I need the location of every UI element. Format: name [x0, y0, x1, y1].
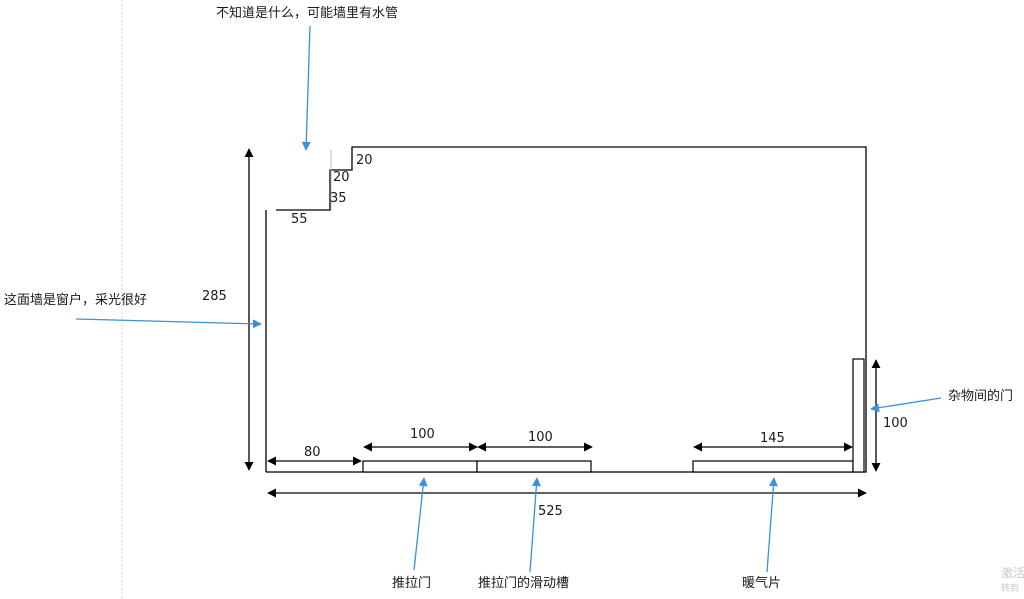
dim-label-100-a: 100: [410, 427, 435, 442]
sliding-door-note-text: 推拉门: [392, 576, 431, 591]
fixtures: [362, 358, 865, 473]
slide-track-note-arrow: [529, 477, 541, 573]
dim-label-80: 80: [304, 445, 321, 460]
dimension-arrows: [244, 148, 881, 498]
dim-label-525: 525: [538, 504, 563, 519]
dim-label-step-top: 20: [356, 153, 373, 168]
window-wall-note-text: 这面墙是窗户，采光很好: [4, 292, 147, 308]
dim-label-285: 285: [202, 289, 227, 304]
radiator-note-text: 暖气片: [742, 575, 781, 591]
radiator-panel: [692, 460, 854, 473]
dim-label-door-side: 100: [883, 416, 908, 431]
dim-label-step-mid: 20: [333, 170, 350, 185]
pipe-note-text: 不知道是什么，可能墙里有水管: [216, 5, 398, 21]
dim-label-145: 145: [760, 431, 785, 446]
activation-watermark-line1: 激活: [1001, 566, 1024, 580]
sliding-door-panel-2: [476, 460, 592, 473]
sliding-door-panel-1: [362, 460, 478, 473]
dim-label-step-bottom: 55: [291, 212, 308, 227]
storage-door-note-text: 杂物间的门: [948, 388, 1013, 404]
radiator-note-arrow: [766, 477, 778, 573]
stepped-corner: [266, 146, 867, 473]
window-note-arrow: [75, 318, 262, 329]
annotation-arrows: [75, 25, 942, 573]
activation-watermark-line2: 转到: [1001, 582, 1019, 594]
slide-track-note-text: 推拉门的滑动槽: [478, 575, 569, 591]
room-walls: [265, 146, 867, 473]
storage-door-note-arrow: [870, 397, 942, 413]
pipe-note-arrow: [301, 25, 311, 151]
dim-label-step-lower: 35: [330, 191, 347, 206]
dim-label-100-b: 100: [528, 430, 553, 445]
sliding-door-note-arrow: [413, 477, 428, 571]
storage-door-panel: [852, 358, 865, 473]
